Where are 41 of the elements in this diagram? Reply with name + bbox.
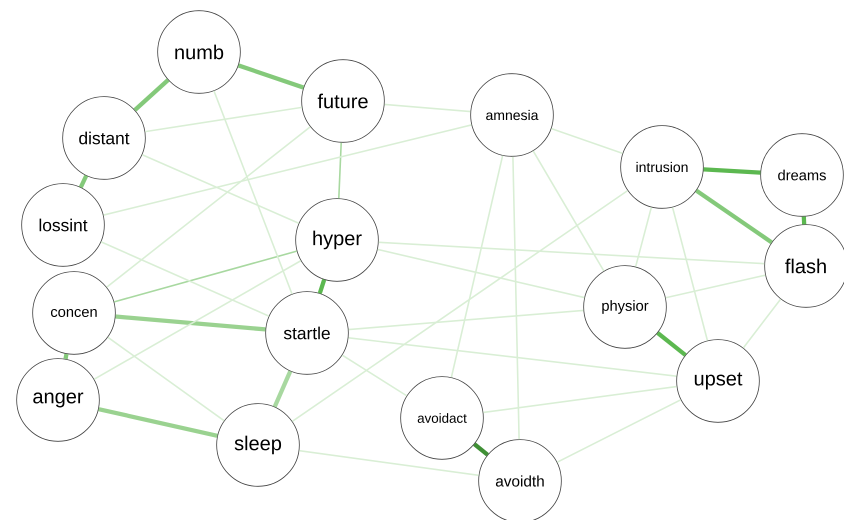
network-edge [115,314,266,332]
network-edge [98,407,218,438]
network-edge [666,274,766,299]
network-edge [299,450,479,476]
network-edge [348,310,584,330]
network-edge [78,174,88,188]
network-edge [802,216,806,224]
network-edge [473,442,489,456]
network-edge [377,248,585,298]
network-edge [556,399,682,463]
network-edge [238,63,304,90]
network-edge [106,126,311,288]
network-edge [656,331,687,357]
network-edge [100,241,270,317]
network-edge [512,156,520,440]
network-edge [348,337,677,377]
network-edge [107,336,225,422]
network-edge [272,370,292,408]
network-edge [342,354,408,396]
network-edge [551,128,623,154]
network-edge [103,124,472,216]
network-edge [483,386,677,414]
network-edge [94,260,302,380]
network-edge [142,154,300,224]
network-edge [672,207,708,341]
network-edge [450,155,504,378]
network-edge [114,250,297,303]
network-edge [338,142,342,198]
network-edge [145,106,302,132]
network-edge [742,298,782,348]
network-edge [532,150,605,272]
network-edge [695,188,773,244]
network-edge [634,207,652,267]
network-edge [704,167,760,175]
network-edge [318,279,326,294]
network-edge [378,242,764,264]
network-edge [63,354,69,360]
network-edge [213,90,293,294]
network-edge [384,104,470,112]
network-edge [292,190,628,422]
network-edge [134,78,170,112]
